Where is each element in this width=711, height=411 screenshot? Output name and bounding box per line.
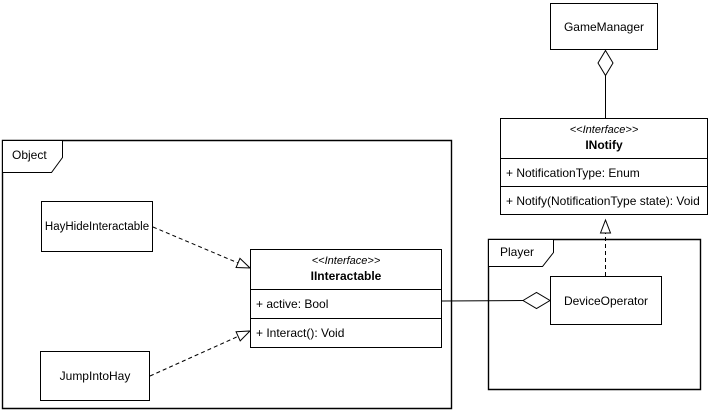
interface-attribute-row: + active: Bool: [251, 289, 441, 318]
interface-attribute-row: + NotificationType: Enum: [501, 158, 707, 186]
class-node-hayhideinteractable: HayHideInteractable: [41, 201, 153, 252]
class-name-label: DeviceOperator: [563, 293, 649, 308]
interface-name-label: IInteractable: [310, 268, 382, 283]
class-node-gamemanager: GameManager: [550, 3, 658, 50]
object-package-tab: [2, 140, 63, 173]
interface-stereotype-label: <<Interface>>: [311, 255, 381, 268]
interface-name-label: INotify: [585, 137, 623, 152]
interface-node-iinteractable: <<Interface>> IInteractable + active: Bo…: [250, 249, 442, 348]
class-node-deviceoperator: DeviceOperator: [550, 276, 662, 325]
gamemanager-aggregation-diamond-icon: [597, 49, 614, 77]
interface-node-inotify: <<Interface>> INotify + NotificationType…: [500, 118, 708, 215]
hayhide-iinteractable-realization-edge: [152, 226, 252, 269]
object-package-frame: [1, 139, 453, 410]
interface-operation-row: + Interact(): Void: [251, 318, 441, 347]
player-package-frame: [487, 238, 702, 391]
class-node-jumpintohay: JumpIntoHay: [40, 351, 150, 401]
interface-stereotype-label: <<Interface>>: [569, 124, 639, 137]
player-package-tab: [488, 239, 554, 267]
class-name-label: GameManager: [563, 19, 645, 34]
jumpintohay-iinteractable-realization-edge: [149, 330, 252, 377]
interface-header: <<Interface>> IInteractable: [251, 250, 441, 289]
class-name-label: JumpIntoHay: [59, 369, 131, 383]
deviceoperator-aggregation-diamond-icon: [522, 291, 551, 310]
interface-operation-row: + Notify(NotificationType state): Void: [501, 186, 707, 214]
player-package-label: Player: [500, 245, 535, 259]
object-package-label: Object: [12, 148, 47, 162]
iinteractable-deviceoperator-edge: [441, 300, 525, 302]
class-name-label: HayHideInteractable: [44, 220, 150, 233]
interface-header: <<Interface>> INotify: [501, 119, 707, 158]
